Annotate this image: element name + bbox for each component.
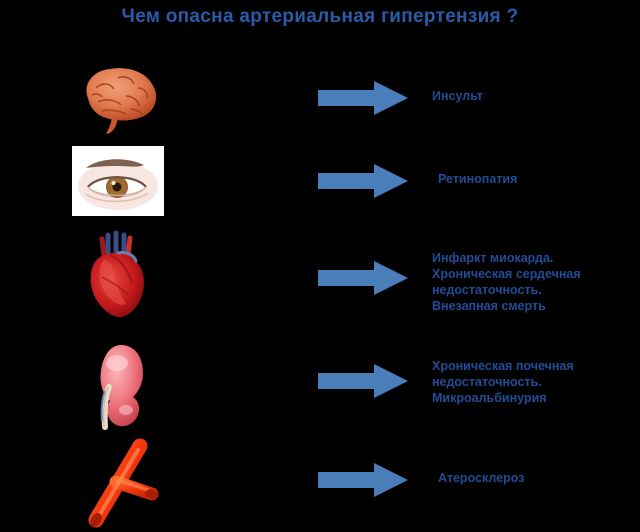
label-line: Хроническая почечная bbox=[432, 359, 574, 373]
label-line: Инфаркт миокарда. bbox=[432, 251, 554, 265]
arrow-brain bbox=[318, 81, 414, 115]
arrow-shaft bbox=[318, 270, 376, 286]
label-line: Инсульт bbox=[432, 89, 483, 103]
organ-image-kidney bbox=[55, 338, 180, 434]
heart-icon bbox=[90, 230, 144, 318]
arrow-shaft bbox=[318, 373, 376, 389]
label-line: недостаточность. bbox=[432, 283, 542, 297]
right-arrow-icon bbox=[318, 463, 408, 497]
brain-icon bbox=[85, 67, 156, 134]
row-heart: Инфаркт миокарда. Хроническая сердечная … bbox=[0, 228, 640, 328]
label-brain: Инсульт bbox=[432, 88, 640, 104]
eye-icon bbox=[71, 146, 164, 216]
arrow-head bbox=[374, 364, 408, 398]
page-title: Чем опасна артериальная гипертензия ? bbox=[121, 6, 519, 27]
label-kidney: Хроническая почечная недостаточность. Ми… bbox=[432, 358, 640, 406]
arrow-shaft bbox=[318, 472, 376, 488]
row-eye: Ретинопатия bbox=[0, 145, 640, 217]
arrow-head bbox=[374, 463, 408, 497]
label-line: Внезапная смерть bbox=[432, 299, 546, 313]
label-line: Микроальбинурия bbox=[432, 391, 547, 405]
row-kidney: Хроническая почечная недостаточность. Ми… bbox=[0, 338, 640, 434]
label-line: недостаточность. bbox=[432, 375, 542, 389]
label-line: Ретинопатия bbox=[438, 172, 518, 186]
arrow-heart bbox=[318, 261, 414, 295]
kidney-icon bbox=[99, 345, 143, 430]
eye-photo-frame bbox=[71, 146, 164, 216]
organ-image-eye bbox=[55, 145, 180, 217]
right-arrow-icon bbox=[318, 261, 408, 295]
label-eye: Ретинопатия bbox=[438, 171, 640, 187]
label-line: Хроническая сердечная bbox=[432, 267, 581, 281]
organ-image-artery bbox=[55, 437, 180, 529]
arrow-shaft bbox=[318, 90, 376, 106]
label-line: Атеросклероз bbox=[438, 471, 525, 485]
arrow-head bbox=[374, 164, 408, 198]
label-heart: Инфаркт миокарда. Хроническая сердечная … bbox=[432, 250, 640, 314]
artery-icon bbox=[88, 438, 158, 528]
arrow-head bbox=[374, 81, 408, 115]
right-arrow-icon bbox=[318, 364, 408, 398]
organ-image-brain bbox=[55, 55, 180, 140]
right-arrow-icon bbox=[318, 81, 408, 115]
row-brain: Инсульт bbox=[0, 55, 640, 140]
label-artery: Атеросклероз bbox=[438, 470, 640, 486]
arrow-eye bbox=[318, 164, 414, 198]
arrow-shaft bbox=[318, 173, 376, 189]
arrow-artery bbox=[318, 463, 414, 497]
organ-image-heart bbox=[55, 228, 180, 328]
row-artery: Атеросклероз bbox=[0, 437, 640, 529]
arrow-head bbox=[374, 261, 408, 295]
arrow-kidney bbox=[318, 364, 414, 398]
right-arrow-icon bbox=[318, 164, 408, 198]
